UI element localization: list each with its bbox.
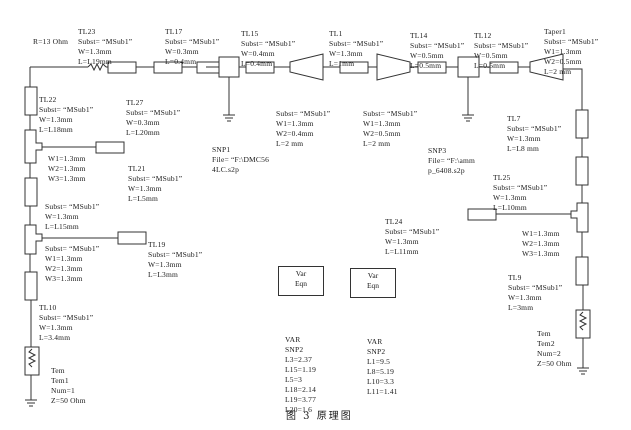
term2-box <box>575 309 591 339</box>
tee1 <box>24 129 43 164</box>
taper-1 <box>529 53 564 81</box>
schematic-group <box>24 53 591 407</box>
tl21-box <box>95 141 125 154</box>
tl24-box <box>467 208 497 221</box>
snp1-box <box>218 56 240 78</box>
taper-a <box>289 53 324 81</box>
tl7-box <box>575 109 589 139</box>
taper-b <box>376 53 411 81</box>
ground-icon <box>25 399 37 407</box>
term1-box <box>24 346 40 376</box>
tl9-box <box>575 256 589 286</box>
tlmid-box <box>24 177 38 207</box>
resistor-label: R=13 Ohm <box>33 37 69 46</box>
resistor-symbol <box>87 62 107 72</box>
ground-icon <box>462 114 474 122</box>
figure-caption: 图 3 原理图 <box>286 411 353 422</box>
wire <box>563 68 583 110</box>
tl22-box <box>24 86 38 116</box>
term1-zigzag <box>27 348 37 368</box>
tl19-box <box>117 231 147 245</box>
term2-zigzag <box>578 311 588 331</box>
ground-icon <box>577 367 589 375</box>
tl25-box <box>575 156 589 186</box>
ground-icon <box>223 114 235 122</box>
tee2 <box>24 224 43 255</box>
tl10-box <box>24 271 38 301</box>
tee3 <box>570 202 589 233</box>
